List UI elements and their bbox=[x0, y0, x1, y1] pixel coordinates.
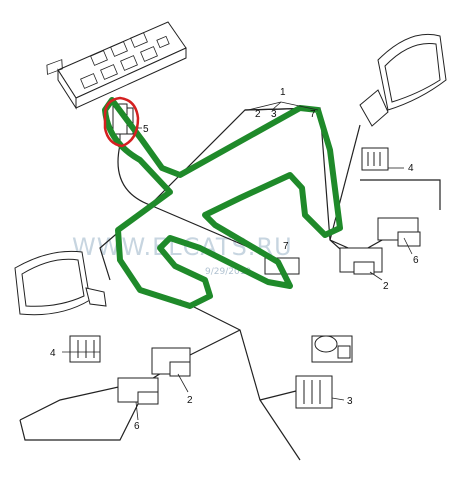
callout-4-right: 4 bbox=[408, 163, 414, 174]
left-door-mirror bbox=[14, 250, 107, 316]
callout-2-top: 2 bbox=[255, 109, 261, 120]
connector-2-right bbox=[339, 247, 383, 275]
callout-7-mid: 7 bbox=[283, 241, 289, 252]
watermark-date: 9/29/2010 bbox=[205, 267, 251, 277]
callout-6-right: 6 bbox=[413, 255, 419, 266]
callout-4-left: 4 bbox=[50, 348, 56, 359]
callout-5: 5 bbox=[143, 124, 149, 135]
callout-7-top: 7 bbox=[310, 109, 316, 120]
watermark-site: WWW.ELCATS.RU bbox=[72, 233, 293, 261]
callout-1: 1 bbox=[280, 87, 286, 98]
round-connector bbox=[311, 335, 353, 363]
connector-2-left bbox=[151, 347, 191, 377]
connector-3-bottom bbox=[295, 375, 333, 409]
red-highlight-circle bbox=[103, 96, 140, 148]
right-door-mirror bbox=[359, 33, 447, 127]
callout-2-right: 2 bbox=[383, 281, 389, 292]
connector-6-left bbox=[117, 377, 159, 405]
callout-3-bottom: 3 bbox=[347, 396, 353, 407]
connector-4-left bbox=[69, 335, 101, 363]
callout-6-left: 6 bbox=[134, 421, 140, 432]
callout-2-left: 2 bbox=[187, 395, 193, 406]
connector-4-right bbox=[361, 147, 389, 171]
connector-6-right bbox=[377, 217, 421, 247]
callout-3-top: 3 bbox=[271, 109, 277, 120]
fuse-relay-panel bbox=[46, 21, 187, 110]
